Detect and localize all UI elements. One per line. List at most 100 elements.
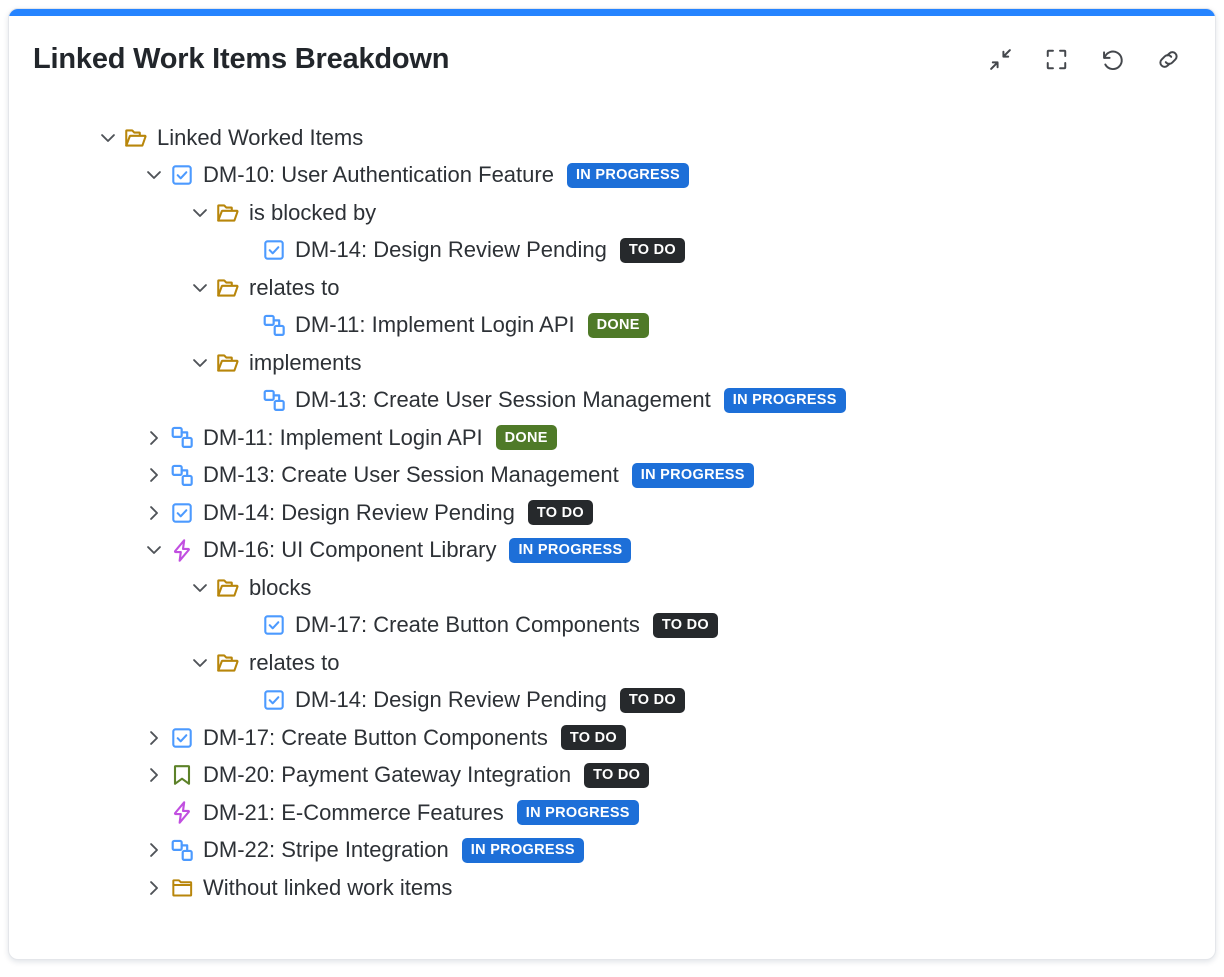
tree-row[interactable]: DM-13: Create User Session Management IN … [29, 382, 1195, 420]
status-badge: IN PROGRESS [516, 800, 639, 826]
task-icon [259, 612, 289, 638]
tree-row[interactable]: DM-14: Design Review Pending TO DO [29, 232, 1195, 270]
tree-row[interactable]: blocks [29, 569, 1195, 607]
folder-open-icon [213, 575, 243, 601]
accent-bar [9, 9, 1215, 16]
tree-row[interactable]: DM-20: Payment Gateway Integration TO DO [29, 757, 1195, 795]
tree-row-label: DM-11: Implement Login API [295, 312, 575, 338]
linked-work-items-card: Linked Work Items Breakdown Linked Worke… [8, 8, 1216, 960]
status-badge: TO DO [619, 237, 685, 263]
status-badge: TO DO [619, 687, 685, 713]
task-icon [167, 162, 197, 188]
subtask-icon [167, 837, 197, 863]
story-icon [167, 762, 197, 788]
tree-row-label: relates to [249, 649, 340, 675]
tree-row[interactable]: Linked Worked Items [29, 119, 1195, 157]
folder-open-icon [213, 650, 243, 676]
tree-row[interactable]: DM-11: Implement Login API DONE [29, 307, 1195, 345]
chevron-right-icon[interactable] [141, 425, 167, 451]
chevron-right-icon[interactable] [141, 462, 167, 488]
tree-row-label: DM-11: Implement Login API [203, 424, 483, 450]
reset-button[interactable] [1093, 40, 1131, 78]
tree-row-label: DM-22: Stripe Integration [203, 837, 449, 863]
tree-row[interactable]: DM-16: UI Component Library IN PROGRESS [29, 532, 1195, 570]
chevron-down-icon[interactable] [187, 200, 213, 226]
collapse-arrows-icon [988, 47, 1013, 72]
epic-icon [167, 537, 197, 563]
tree-row[interactable]: relates to [29, 644, 1195, 682]
tree-row-label: DM-14: Design Review Pending [295, 687, 607, 713]
subtask-icon [259, 387, 289, 413]
tree-row[interactable]: DM-11: Implement Login API DONE [29, 419, 1195, 457]
folder-closed-icon [167, 875, 197, 901]
status-badge: TO DO [652, 612, 718, 638]
fullscreen-button[interactable] [1037, 40, 1075, 78]
tree-row[interactable]: DM-14: Design Review Pending TO DO [29, 682, 1195, 720]
status-badge: DONE [495, 425, 557, 451]
tree-row-label: DM-14: Design Review Pending [203, 499, 515, 525]
reset-counterclockwise-icon [1100, 47, 1125, 72]
chevron-right-icon[interactable] [141, 725, 167, 751]
tree-row[interactable]: is blocked by [29, 194, 1195, 232]
tree-row[interactable]: Without linked work items [29, 869, 1195, 907]
tree-row[interactable]: implements [29, 344, 1195, 382]
chevron-down-icon[interactable] [141, 537, 167, 563]
task-icon [167, 725, 197, 751]
folder-open-icon [213, 200, 243, 226]
tree-row[interactable]: DM-21: E-Commerce Features IN PROGRESS [29, 794, 1195, 832]
chain-link-icon [1156, 47, 1181, 72]
tree-row-label: DM-17: Create Button Components [295, 612, 640, 638]
folder-open-icon [213, 350, 243, 376]
status-badge: TO DO [584, 762, 650, 788]
chevron-right-icon[interactable] [141, 875, 167, 901]
status-badge: IN PROGRESS [509, 537, 632, 563]
tree-row-label: DM-13: Create User Session Management [203, 462, 619, 488]
epic-icon [167, 800, 197, 826]
chevron-down-icon[interactable] [95, 125, 121, 151]
chevron-right-icon[interactable] [141, 500, 167, 526]
link-button[interactable] [1149, 40, 1187, 78]
tree-row-label: Linked Worked Items [157, 124, 364, 150]
tree-row[interactable]: DM-17: Create Button Components TO DO [29, 607, 1195, 645]
chevron-down-icon[interactable] [187, 350, 213, 376]
task-icon [259, 687, 289, 713]
status-badge: IN PROGRESS [566, 162, 689, 188]
subtask-icon [167, 425, 197, 451]
tree-row-label: Without linked work items [203, 874, 453, 900]
tree-row[interactable]: DM-22: Stripe Integration IN PROGRESS [29, 832, 1195, 870]
tree-row[interactable]: DM-17: Create Button Components TO DO [29, 719, 1195, 757]
tree-row-label: DM-20: Payment Gateway Integration [203, 762, 572, 788]
task-icon [259, 237, 289, 263]
collapse-button[interactable] [981, 40, 1019, 78]
task-icon [167, 500, 197, 526]
chevron-down-icon[interactable] [141, 162, 167, 188]
tree-row-label: blocks [249, 574, 312, 600]
tree-row-label: is blocked by [249, 199, 377, 225]
card-header: Linked Work Items Breakdown [9, 16, 1215, 102]
chevron-down-icon[interactable] [187, 650, 213, 676]
header-actions [981, 40, 1187, 78]
chevron-right-icon[interactable] [141, 762, 167, 788]
tree-row-label: DM-21: E-Commerce Features [203, 799, 504, 825]
tree-row-label: DM-13: Create User Session Management [295, 387, 711, 413]
chevron-down-icon[interactable] [187, 575, 213, 601]
chevron-down-icon[interactable] [187, 275, 213, 301]
status-badge: IN PROGRESS [723, 387, 846, 413]
tree-row-label: DM-14: Design Review Pending [295, 237, 607, 263]
status-badge: IN PROGRESS [631, 462, 754, 488]
subtask-icon [259, 312, 289, 338]
status-badge: TO DO [560, 725, 626, 751]
tree-row-label: DM-16: UI Component Library [203, 537, 497, 563]
tree-row-label: DM-17: Create Button Components [203, 724, 548, 750]
folder-open-icon [213, 275, 243, 301]
chevron-right-icon[interactable] [141, 837, 167, 863]
subtask-icon [167, 462, 197, 488]
tree-row[interactable]: DM-13: Create User Session Management IN … [29, 457, 1195, 495]
status-badge: IN PROGRESS [461, 837, 584, 863]
fullscreen-icon [1044, 47, 1069, 72]
tree-row[interactable]: relates to [29, 269, 1195, 307]
tree-row-label: relates to [249, 274, 340, 300]
status-badge: DONE [587, 312, 649, 338]
